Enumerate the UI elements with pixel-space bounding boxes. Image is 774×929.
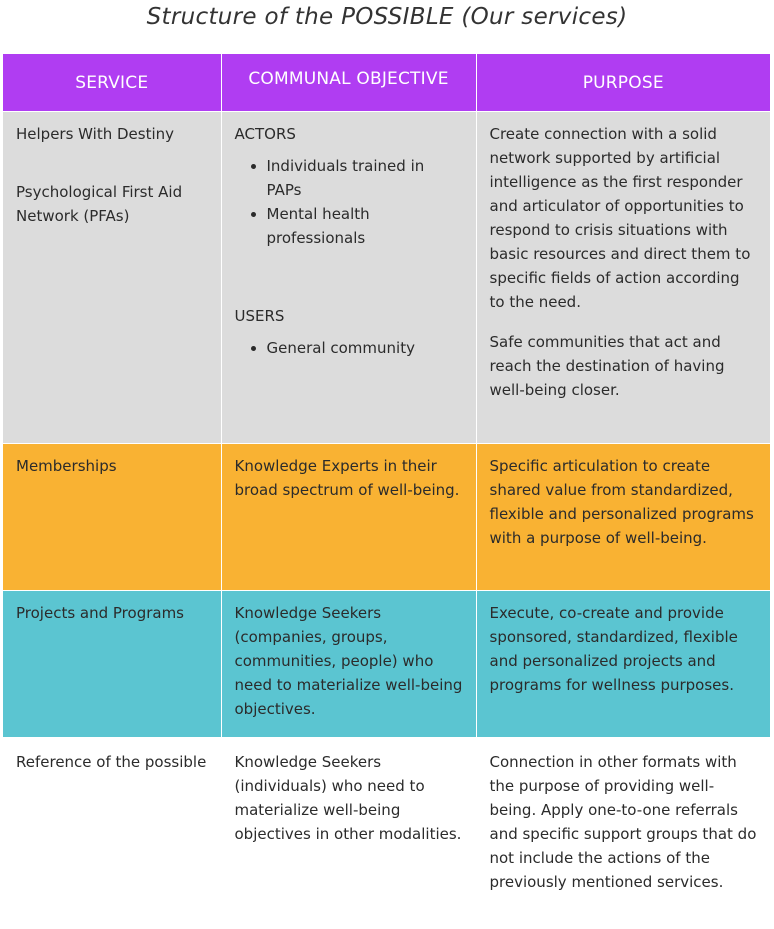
- purpose-cell: Create connection with a solid network s…: [476, 111, 770, 444]
- actors-heading: ACTORS: [234, 125, 296, 143]
- table-row: Reference of the possible Knowledge Seek…: [3, 737, 770, 929]
- list-item: General community: [267, 336, 464, 360]
- purpose-cell: Specific articulation to create shared v…: [476, 443, 770, 591]
- table-header-row: SERVICE COMMUNAL OBJECTIVE PURPOSE: [3, 54, 770, 112]
- users-heading: USERS: [234, 307, 285, 325]
- objective-cell: Knowledge Experts in their broad spectru…: [221, 443, 477, 591]
- purpose-text: Create connection with a solid network s…: [489, 125, 751, 311]
- users-list: General community: [235, 336, 464, 360]
- service-cell: Memberships: [3, 443, 222, 591]
- header-service: SERVICE: [3, 54, 222, 112]
- service-name: Helpers With Destiny: [16, 125, 175, 143]
- purpose-cell: Execute, co-create and provide sponsored…: [476, 590, 770, 738]
- header-communal-objective: COMMUNAL OBJECTIVE: [221, 54, 477, 112]
- service-cell: Helpers With Destiny Psychological First…: [3, 111, 222, 444]
- service-cell: Projects and Programs: [3, 590, 222, 738]
- objective-cell: ACTORS Individuals trained in PAPs Menta…: [221, 111, 477, 444]
- list-item: Individuals trained in PAPs: [267, 154, 464, 202]
- table-row: Helpers With Destiny Psychological First…: [3, 111, 770, 444]
- purpose-text: Safe communities that act and reach the …: [489, 333, 725, 399]
- table-row: Projects and Programs Knowledge Seekers …: [3, 590, 770, 738]
- objective-cell: Knowledge Seekers (individuals) who need…: [221, 737, 477, 929]
- table-row: Memberships Knowledge Experts in their b…: [3, 443, 770, 591]
- actors-list: Individuals trained in PAPs Mental healt…: [235, 154, 464, 250]
- services-table: SERVICE COMMUNAL OBJECTIVE PURPOSE Helpe…: [3, 54, 770, 929]
- objective-cell: Knowledge Seekers (companies, groups, co…: [221, 590, 477, 738]
- service-name: Psychological First Aid Network (PFAs): [16, 183, 183, 225]
- list-item: Mental health professionals: [267, 202, 464, 250]
- page-title: Structure of the POSSIBLE (Our services): [146, 4, 628, 30]
- header-purpose: PURPOSE: [476, 54, 770, 112]
- purpose-cell: Connection in other formats with the pur…: [476, 737, 770, 929]
- service-cell: Reference of the possible: [3, 737, 222, 929]
